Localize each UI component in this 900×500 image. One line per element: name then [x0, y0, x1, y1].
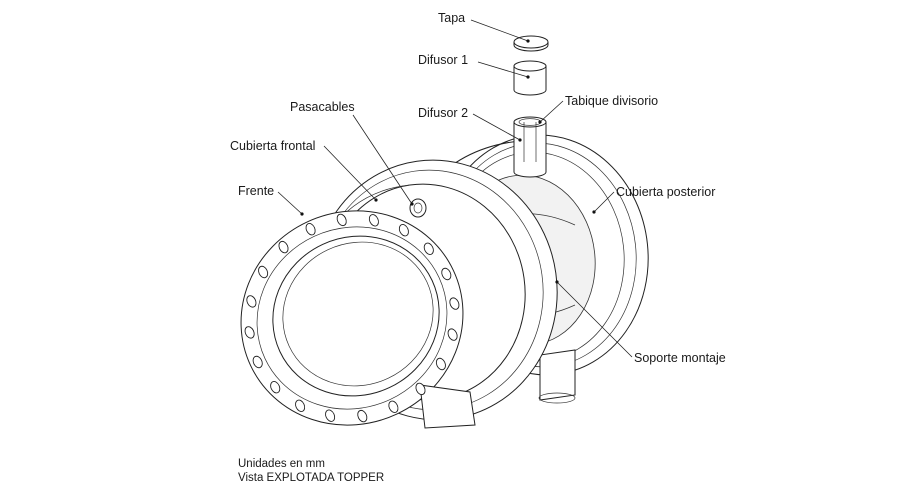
- label-soporte-montaje: Soporte montaje: [634, 351, 726, 365]
- bolt-hole: [246, 295, 257, 308]
- bolt-hole: [449, 297, 460, 310]
- bolt-hole: [447, 328, 458, 341]
- bolt-hole: [435, 357, 446, 371]
- bolt-hole: [278, 240, 289, 254]
- pasacables-part: [409, 198, 427, 218]
- bolt-hole: [325, 409, 336, 422]
- bolt-hole: [398, 224, 409, 237]
- bolt-hole: [368, 214, 379, 227]
- bolt-hole: [258, 265, 269, 279]
- bolt-hole: [252, 355, 263, 369]
- label-pasacables: Pasacables: [290, 100, 355, 114]
- label-difusor-2: Difusor 2: [418, 106, 468, 120]
- frente-bolt-holes: [244, 213, 460, 423]
- tapa-part: [513, 35, 549, 52]
- bolt-hole: [423, 242, 434, 255]
- bolt-hole: [295, 399, 306, 412]
- bolt-hole: [305, 223, 316, 236]
- label-tabique-divisorio: Tabique divisorio: [565, 94, 658, 108]
- frente-part: [240, 210, 476, 429]
- label-frente: Frente: [238, 184, 274, 198]
- difusor-1-part: [513, 60, 547, 96]
- bolt-hole: [357, 409, 368, 423]
- label-tapa: Tapa: [438, 11, 465, 25]
- label-cubierta-posterior: Cubierta posterior: [616, 185, 715, 199]
- bolt-hole: [441, 267, 452, 281]
- bolt-hole: [415, 382, 426, 396]
- bolt-hole: [270, 381, 281, 394]
- leader-lines: [277, 19, 633, 358]
- label-cubierta-frontal: Cubierta frontal: [230, 139, 315, 153]
- label-difusor-1: Difusor 1: [418, 53, 468, 67]
- bolt-hole: [244, 326, 255, 339]
- note-view-title: Vista EXPLOTADA TOPPER: [238, 472, 384, 484]
- bolt-hole: [388, 400, 399, 413]
- difusor-2-part: [513, 116, 547, 178]
- note-units: Unidades en mm: [238, 458, 325, 470]
- bolt-hole: [336, 213, 347, 227]
